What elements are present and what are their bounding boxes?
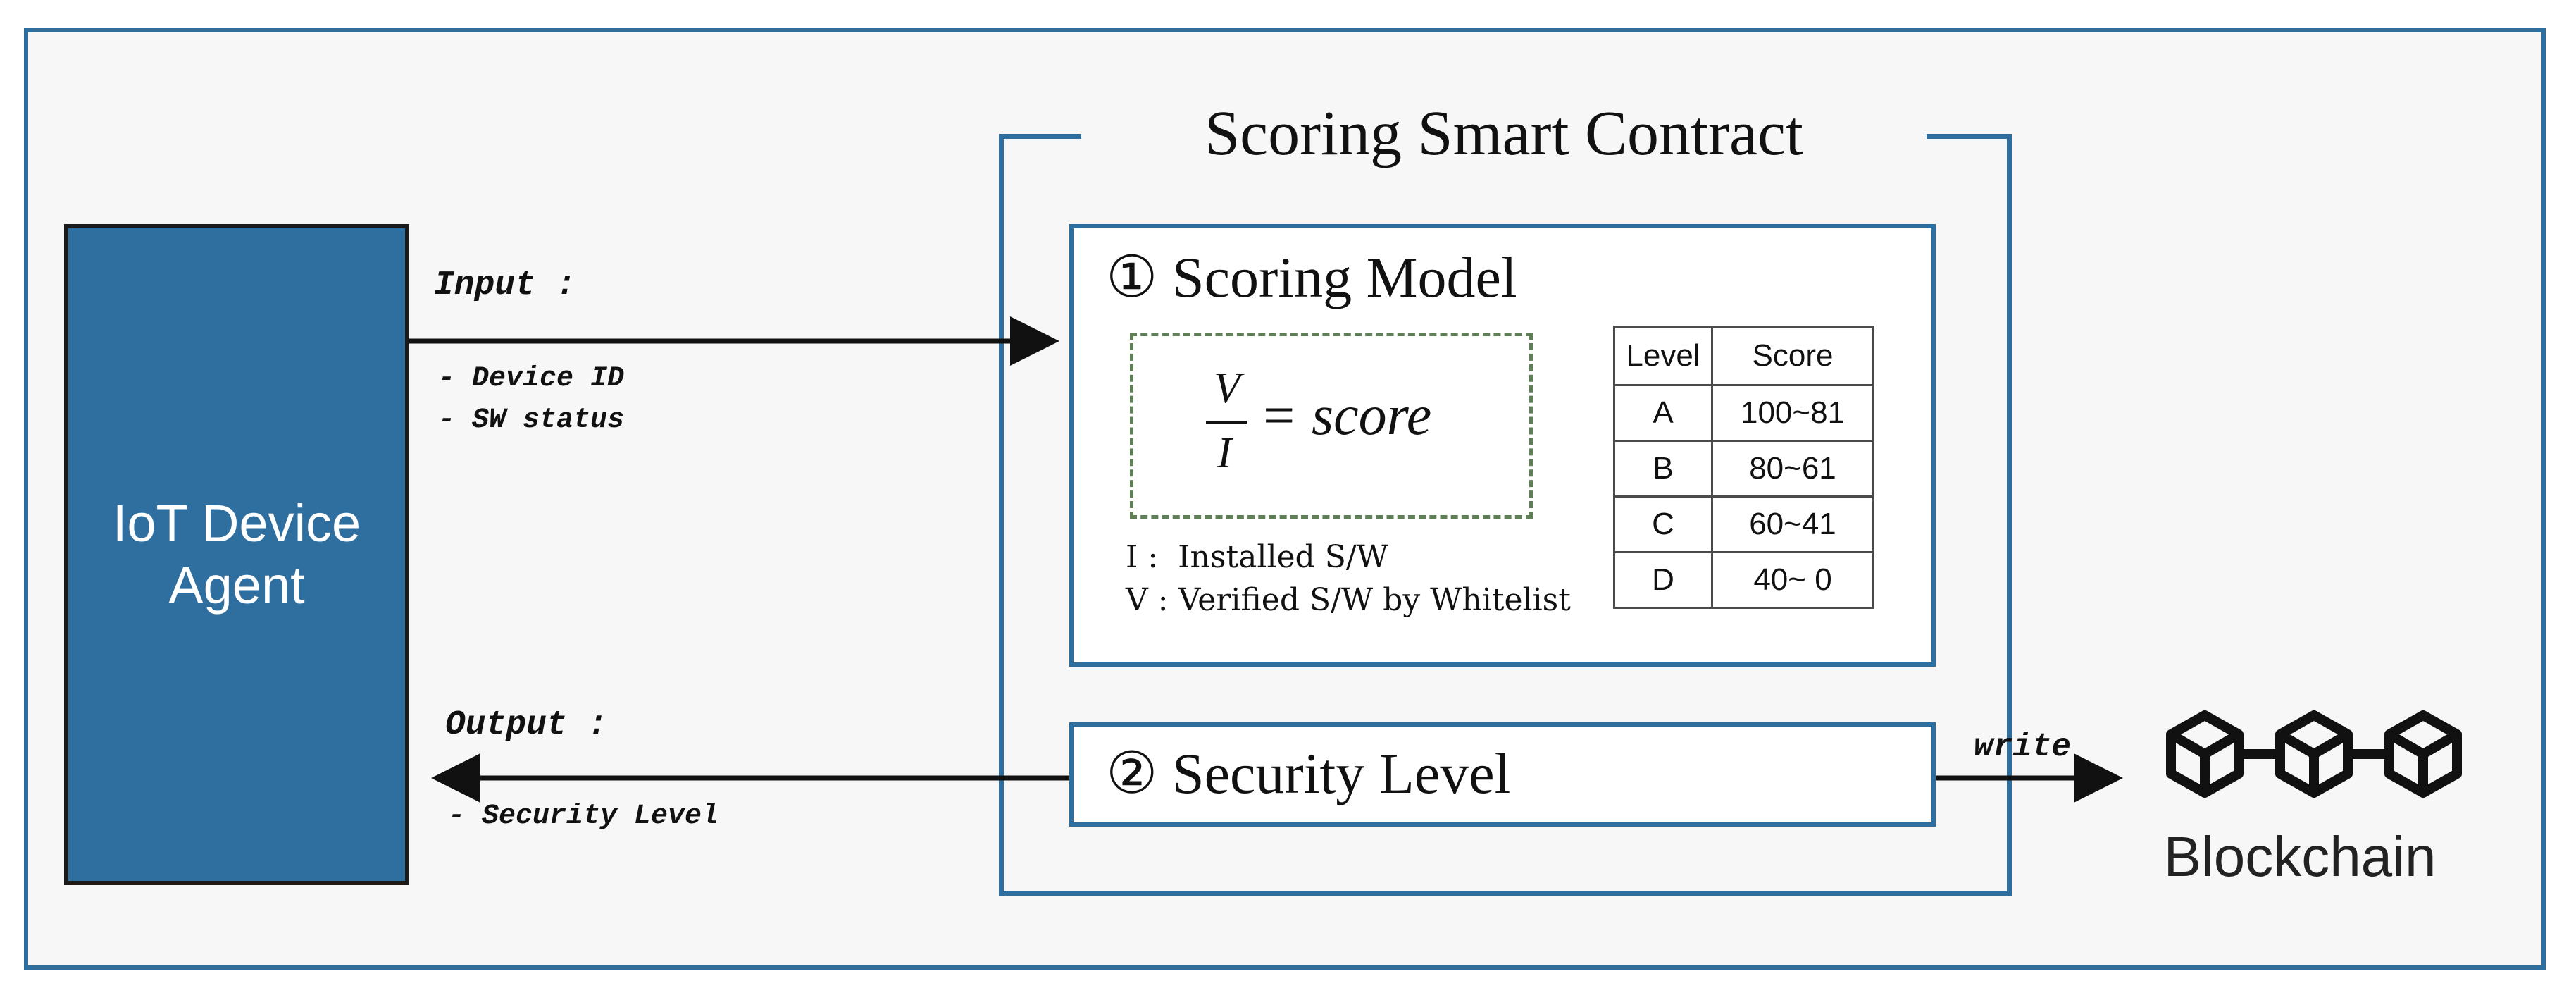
legend-installed: I : Installed S/W bbox=[1126, 539, 1388, 575]
cell-level: B bbox=[1613, 440, 1713, 498]
blockchain-label: Blockchain bbox=[2163, 825, 2437, 888]
agent-label: IoT Device Agent bbox=[112, 494, 361, 615]
formula-denominator: I bbox=[1217, 429, 1232, 477]
input-heading: Input : bbox=[434, 266, 576, 304]
header-level: Level bbox=[1613, 326, 1713, 386]
level-score-table: Level Score A 100~81 B 80~61 C 60~41 D 4… bbox=[1613, 326, 1874, 609]
security-level-title: ② Security Level bbox=[1106, 741, 1511, 805]
cell-score: 80~61 bbox=[1711, 440, 1874, 498]
input-item-sw-status: - SW status bbox=[438, 405, 625, 436]
table-row: C 60~41 bbox=[1613, 495, 1874, 553]
output-item-security-level: - Security Level bbox=[448, 801, 719, 832]
output-heading: Output : bbox=[445, 706, 608, 744]
cell-level: C bbox=[1613, 495, 1713, 553]
cell-score: 100~81 bbox=[1711, 384, 1874, 442]
formula-numerator: V bbox=[1214, 364, 1240, 412]
cell-score: 40~ 0 bbox=[1711, 551, 1874, 609]
table-row: A 100~81 bbox=[1613, 384, 1874, 442]
formula-rhs: = score bbox=[1259, 385, 1432, 447]
formula-box bbox=[1130, 333, 1533, 519]
input-item-device-id: - Device ID bbox=[438, 363, 625, 395]
scoring-model-title: ① Scoring Model bbox=[1106, 245, 1517, 309]
contract-title: Scoring Smart Contract bbox=[1205, 99, 1803, 168]
fraction-bar bbox=[1206, 421, 1247, 424]
blockchain-cubes-icon bbox=[2166, 710, 2462, 798]
iot-device-agent-box: IoT Device Agent bbox=[64, 224, 409, 885]
table-row: B 80~61 bbox=[1613, 440, 1874, 498]
cell-score: 60~41 bbox=[1711, 495, 1874, 553]
security-level-box bbox=[1069, 722, 1936, 827]
cell-level: A bbox=[1613, 384, 1713, 442]
write-label: write bbox=[1974, 729, 2072, 765]
legend-verified: V : Verified S/W by Whitelist bbox=[1126, 582, 1571, 618]
title-gap bbox=[1081, 113, 1927, 162]
cell-level: D bbox=[1613, 551, 1713, 609]
table-row: D 40~ 0 bbox=[1613, 551, 1874, 609]
table-header-row: Level Score bbox=[1613, 326, 1874, 386]
header-score: Score bbox=[1711, 326, 1874, 386]
